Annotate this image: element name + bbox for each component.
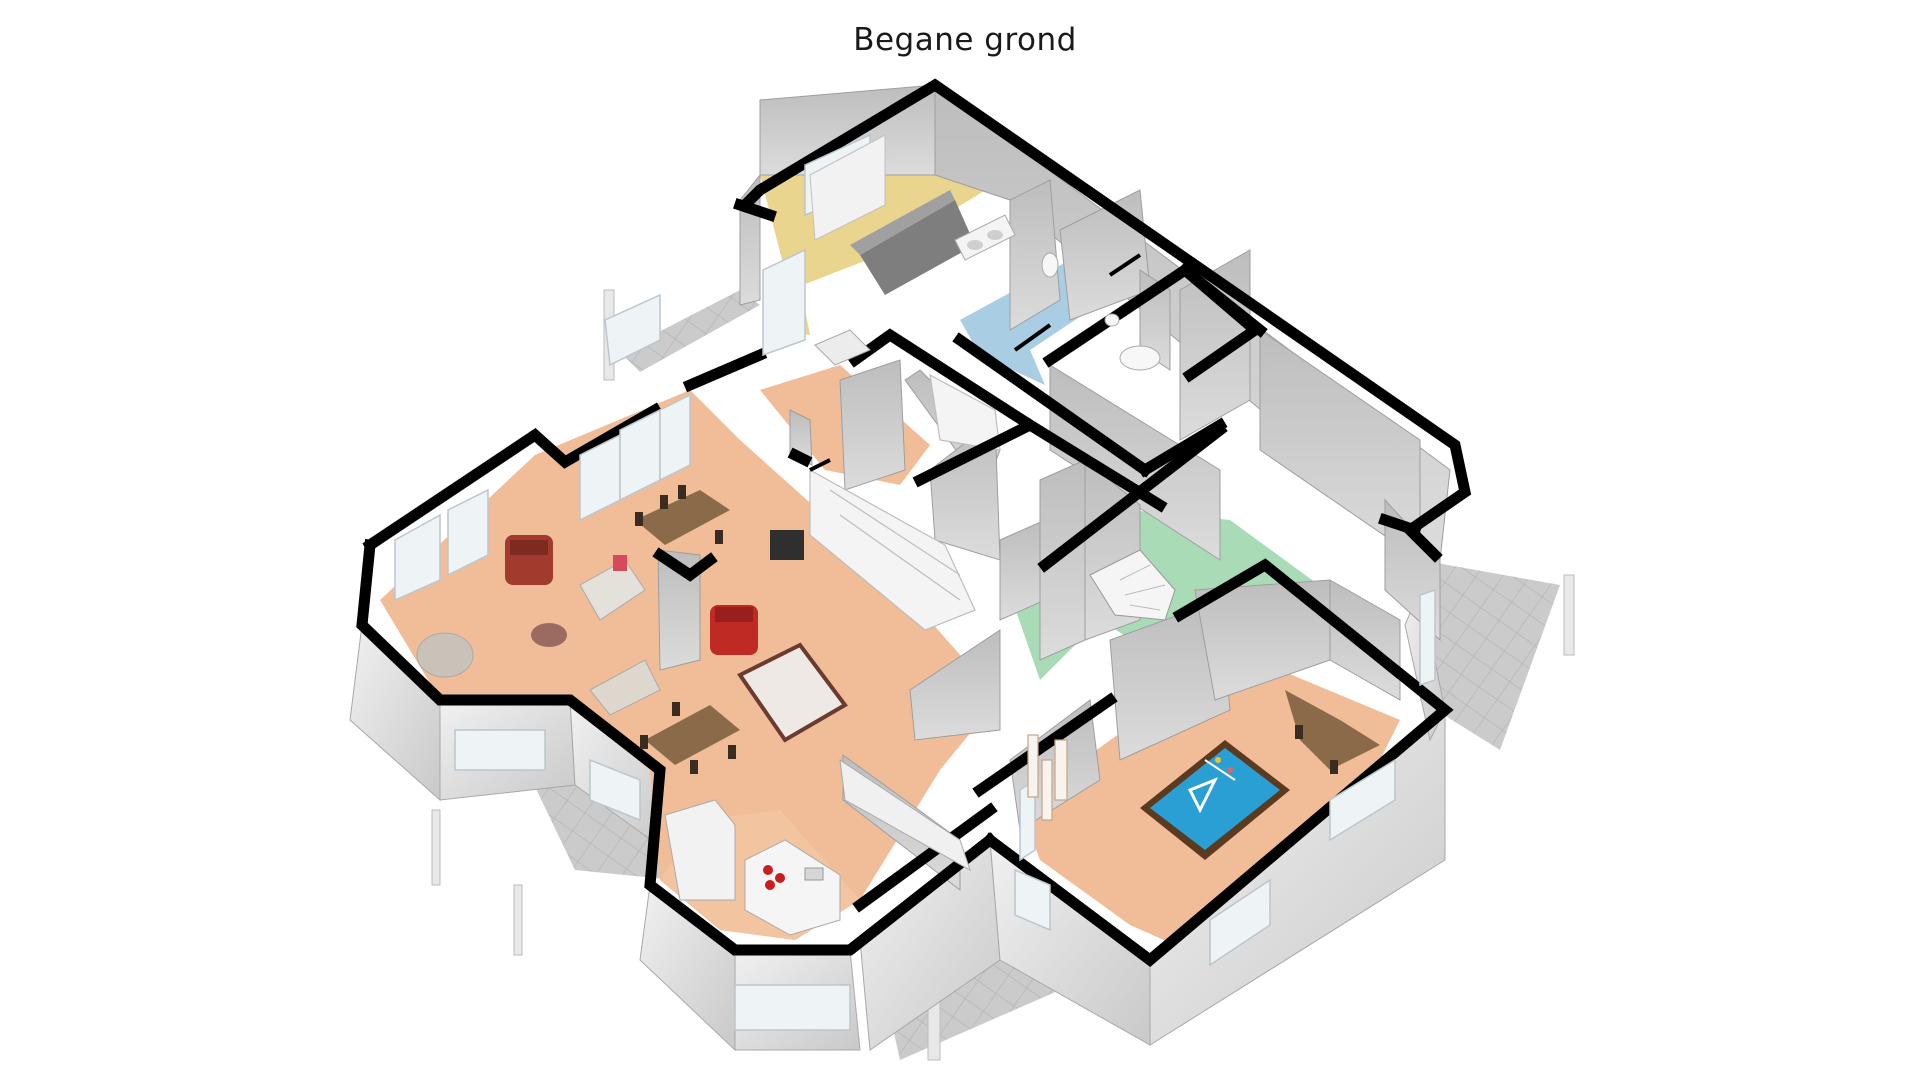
toilet-icon (1041, 252, 1120, 327)
dining-table-icon (635, 490, 1380, 770)
wall-top-inner (809, 253, 1142, 472)
floor-title: Begane grond (853, 22, 1077, 58)
pool-table-icon (1140, 740, 1290, 860)
kitchen-island-icon (744, 839, 841, 936)
window (394, 133, 1436, 1031)
armchair-icon (505, 535, 758, 655)
spiral-stair-icon (1089, 549, 1176, 621)
wardrobe-icon (809, 134, 886, 241)
small-table-icon (814, 329, 871, 366)
kitchen-counter-icon (664, 758, 971, 901)
sofa-icon (579, 559, 848, 743)
chair-icon (635, 485, 1338, 774)
stove-icon (770, 530, 804, 560)
bed-icon (850, 190, 975, 295)
round-chair-icon (416, 623, 567, 678)
bookcase-icon (809, 373, 1001, 631)
door (1027, 734, 1068, 821)
decor-icon (613, 555, 627, 571)
bathtub-icon (1119, 345, 1161, 371)
wall-top (356, 78, 1472, 968)
sink-icon (954, 214, 1016, 261)
floor-living (380, 390, 1000, 940)
